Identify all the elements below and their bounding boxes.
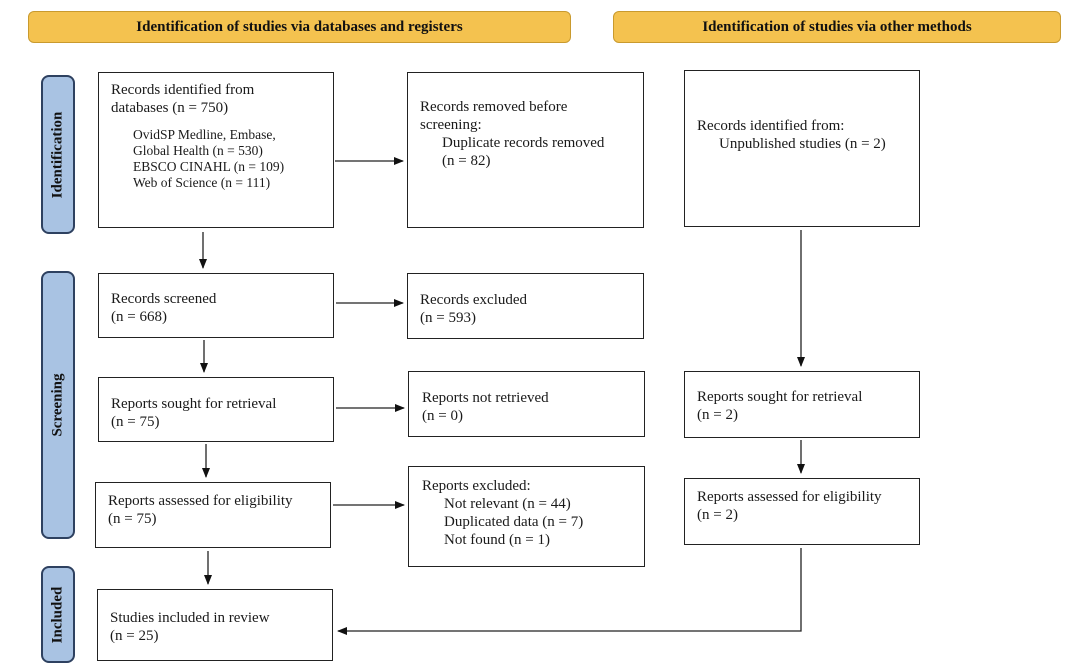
phase-identification-label: Identification: [49, 111, 66, 198]
other-identified-item-1: Unpublished studies (n = 2): [719, 136, 886, 152]
reports-assessed-label: Reports assessed for eligibility: [108, 493, 293, 509]
box-reports-assessed: Reports assessed for eligibility (n = 75…: [95, 482, 331, 548]
reports-not-retrieved-count: (n = 0): [422, 408, 463, 424]
phase-screening: Screening: [41, 271, 75, 539]
box-other-reports-sought: Reports sought for retrieval (n = 2): [684, 371, 920, 438]
records-screened-label: Records screened: [111, 291, 217, 307]
source-line-3: EBSCO CINAHL (n = 109): [133, 159, 285, 174]
box-studies-included: Studies included in review (n = 25): [97, 589, 333, 661]
box-records-screened: Records screened (n = 668): [98, 273, 334, 338]
records-screened-count: (n = 668): [111, 309, 167, 325]
other-identified-title: Records identified from:: [697, 118, 845, 134]
reports-sought-label: Reports sought for retrieval: [111, 396, 277, 412]
records-identified-title-line-2: databases (n = 750): [111, 100, 229, 116]
records-excluded-count: (n = 593): [420, 310, 476, 326]
records-removed-title-line-1: Records removed before: [420, 99, 568, 115]
records-removed-item-2: (n = 82): [442, 153, 491, 169]
source-line-2: Global Health (n = 530): [133, 143, 263, 158]
box-reports-not-retrieved: Reports not retrieved (n = 0): [408, 371, 645, 437]
phase-identification: Identification: [41, 75, 75, 234]
reports-not-retrieved-label: Reports not retrieved: [422, 390, 549, 406]
other-reports-assessed-label: Reports assessed for eligibility: [697, 489, 882, 505]
header-other-methods: Identification of studies via other meth…: [613, 11, 1061, 43]
reports-excluded-title: Reports excluded:: [422, 478, 531, 494]
other-reports-assessed-count: (n = 2): [697, 507, 738, 523]
records-removed-title-line-2: screening:: [420, 117, 482, 133]
box-other-reports-assessed: Reports assessed for eligibility (n = 2): [684, 478, 920, 545]
box-records-identified-other: Records identified from: Unpublished stu…: [684, 70, 920, 227]
box-reports-excluded: Reports excluded: Not relevant (n = 44) …: [408, 466, 645, 567]
studies-included-label: Studies included in review: [110, 610, 270, 626]
records-removed-item-1: Duplicate records removed: [442, 135, 605, 151]
header-databases-label: Identification of studies via databases …: [136, 18, 463, 35]
records-identified-title-line-1: Records identified from: [111, 82, 255, 98]
header-databases: Identification of studies via databases …: [28, 11, 571, 43]
reports-excluded-item-1: Not relevant (n = 44): [444, 496, 571, 512]
records-excluded-label: Records excluded: [420, 292, 528, 308]
reports-excluded-item-2: Duplicated data (n = 7): [444, 514, 584, 530]
phase-included-label: Included: [49, 586, 66, 643]
phase-screening-label: Screening: [49, 373, 66, 437]
box-records-removed: Records removed before screening: Duplic…: [407, 72, 644, 228]
reports-excluded-item-3: Not found (n = 1): [444, 532, 550, 548]
reports-sought-count: (n = 75): [111, 414, 160, 430]
other-reports-sought-label: Reports sought for retrieval: [697, 389, 863, 405]
phase-included: Included: [41, 566, 75, 663]
box-records-excluded: Records excluded (n = 593): [407, 273, 644, 339]
source-line-1: OvidSP Medline, Embase,: [133, 127, 276, 142]
studies-included-count: (n = 25): [110, 628, 159, 644]
box-records-identified-databases: Records identified from databases (n = 7…: [98, 72, 334, 228]
source-line-4: Web of Science (n = 111): [133, 175, 271, 190]
header-other-methods-label: Identification of studies via other meth…: [702, 18, 972, 35]
other-reports-sought-count: (n = 2): [697, 407, 738, 423]
box-reports-sought: Reports sought for retrieval (n = 75): [98, 377, 334, 442]
reports-assessed-count: (n = 75): [108, 511, 157, 527]
